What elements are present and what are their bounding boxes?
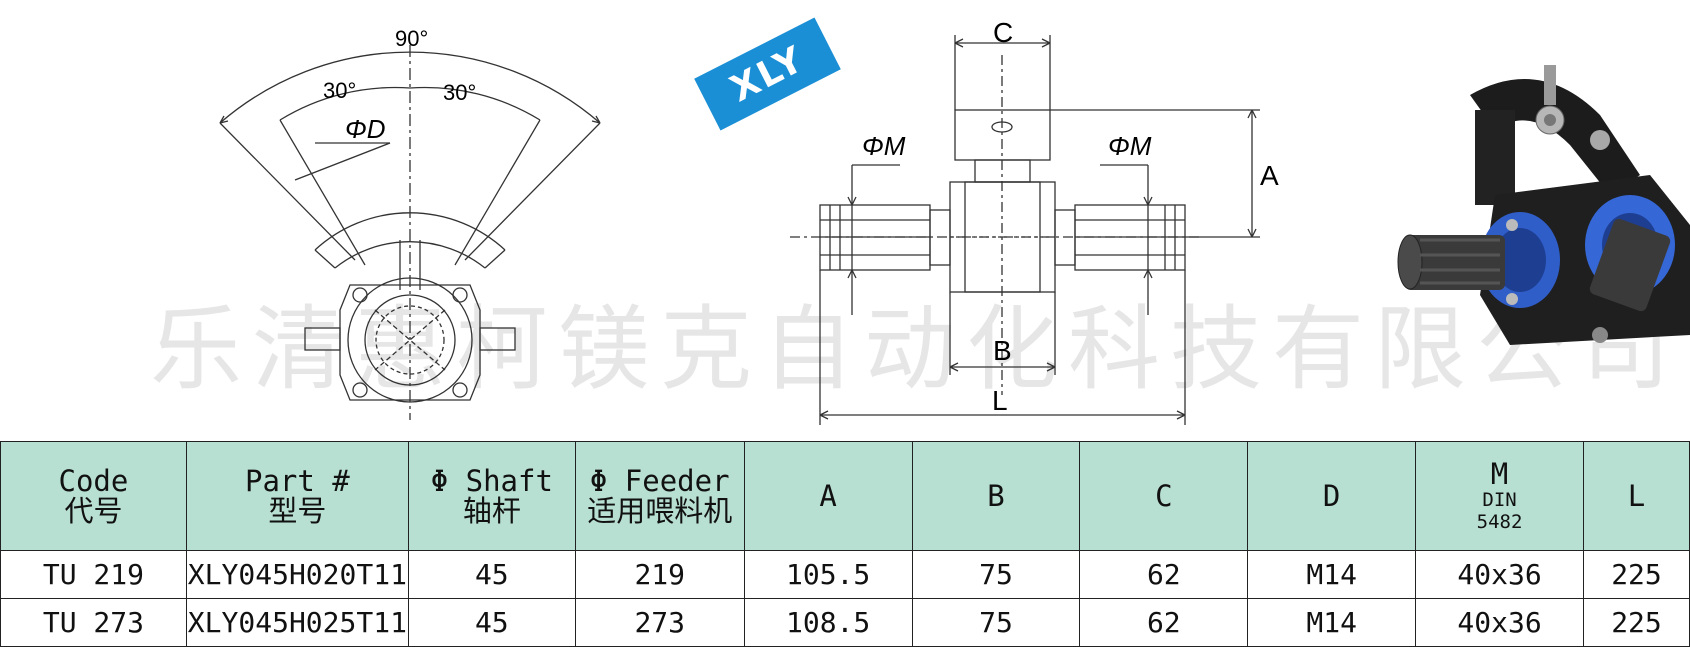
cell-feeder: 273 [574,598,745,647]
angle-view-drawing: 90° 30° 30° ΦD [219,26,601,420]
header-l: L [1582,441,1690,551]
cell-c: 62 [1079,550,1249,599]
dim-phi-m-left-label: ΦM [862,131,906,161]
angle-left-label: 30° [323,78,356,103]
dim-a-label: A [1260,160,1279,191]
cell-shaft: 45 [407,550,576,599]
dim-phi-m-right-label: ΦM [1108,131,1152,161]
cell-code: TU 219 [0,550,187,599]
side-view-drawing: C ΦM ΦM A B L [790,17,1279,425]
cell-l: 225 [1582,550,1690,599]
cell-shaft: 45 [407,598,576,647]
catalog-sheet: 乐清惠柯镁克自动化科技有限公司 [0,17,1690,647]
cell-l: 225 [1582,598,1690,647]
cell-feeder: 219 [574,550,745,599]
cell-d: M14 [1247,550,1417,599]
header-part: Part #型号 [185,441,409,551]
dim-l-label: L [992,385,1008,416]
cell-part: XLY045H025T11 [185,598,409,647]
cell-code: TU 273 [0,598,187,647]
cell-a: 108.5 [743,598,913,647]
cell-part: XLY045H020T11 [185,550,409,599]
table-row: TU 273 XLY045H025T11 45 273 108.5 75 62 … [0,598,1690,647]
cell-b: 75 [911,550,1081,599]
cell-c: 62 [1079,598,1249,647]
header-d: D [1247,441,1417,551]
cell-a: 105.5 [743,550,913,599]
cell-b: 75 [911,598,1081,647]
cell-m: 40x36 [1415,598,1584,647]
cell-m: 40x36 [1415,550,1584,599]
header-a: A [743,441,913,551]
angle-right-label: 30° [443,80,476,105]
dim-b-label: B [993,335,1012,366]
cell-d: M14 [1247,598,1417,647]
angle-total-label: 90° [395,26,428,51]
header-b: B [911,441,1081,551]
phi-d-label: ΦD [345,114,386,144]
product-photo [1397,65,1690,345]
header-c: C [1079,441,1249,551]
dim-c-label: C [993,17,1013,48]
table-row: TU 219 XLY045H020T11 45 219 105.5 75 62 … [0,550,1690,599]
